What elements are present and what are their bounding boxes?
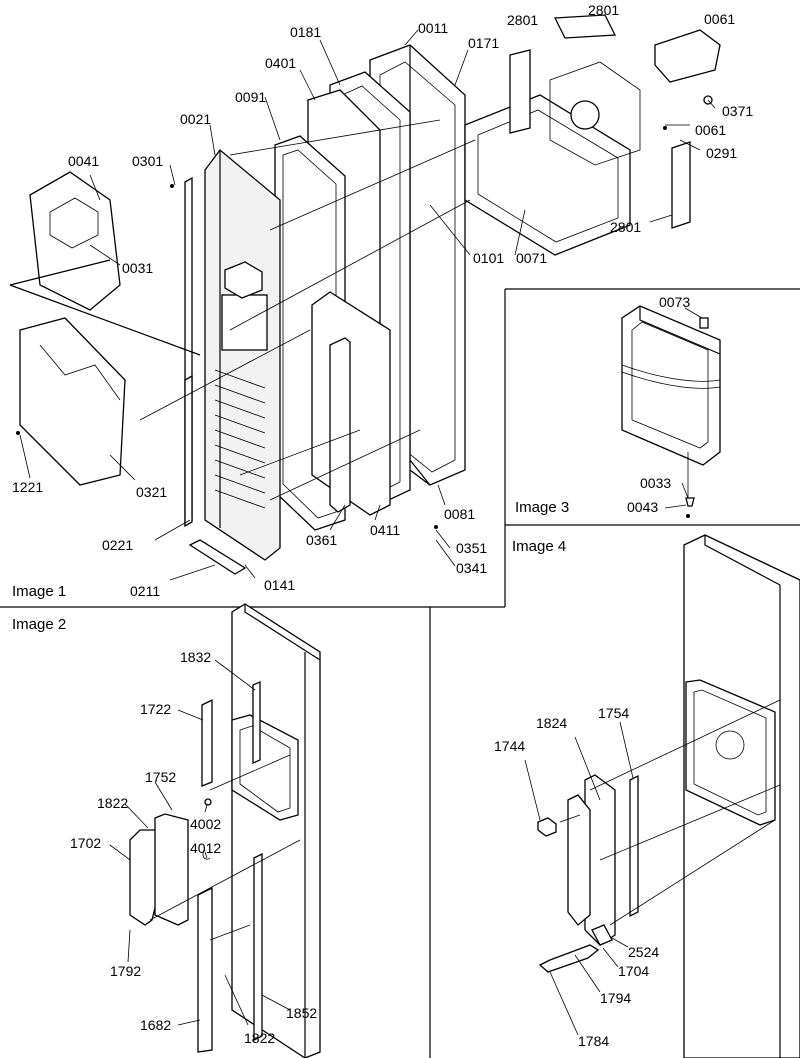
image3-drawing: [621, 305, 721, 518]
callout-0411: 0411: [370, 522, 400, 538]
callout-0171: 0171: [468, 35, 499, 51]
panel-title-image2: Image 2: [12, 616, 66, 633]
callout-0031: 0031: [122, 260, 153, 276]
callout-1722: 1722: [140, 701, 171, 717]
callout-1822: 1822: [97, 795, 128, 811]
image1-drawing: [9, 14, 721, 575]
image4-callouts: 1824 1754 1744 2524 1704 1794 1784: [494, 705, 659, 1049]
callout-0351: 0351: [456, 540, 487, 556]
image2-drawing: [129, 603, 321, 1058]
callout-0091: 0091: [235, 89, 266, 105]
image3-callouts: 0073 0033 0043: [627, 294, 690, 515]
callout-0021: 0021: [180, 111, 211, 127]
callout-0301: 0301: [132, 153, 163, 169]
callout-0321: 0321: [136, 484, 167, 500]
callout-0011: 0011: [418, 20, 448, 36]
image1-callouts: 0011 0171 2801 2801 0061 0181 0401 0091 …: [12, 2, 753, 599]
callout-1794: 1794: [600, 990, 631, 1006]
callout-4012: 4012: [190, 840, 221, 856]
image4-leaders: [524, 721, 634, 1036]
callout-1752: 1752: [145, 769, 176, 785]
callout-0033: 0033: [640, 475, 671, 491]
callout-1822: 1822: [244, 1030, 275, 1046]
panel-title-image1: Image 1: [12, 583, 66, 600]
panel-title-image4: Image 4: [512, 538, 566, 555]
callout-1744: 1744: [494, 738, 525, 754]
callout-0361: 0361: [306, 532, 337, 548]
callout-1221: 1221: [12, 479, 43, 495]
callout-1784: 1784: [578, 1033, 609, 1049]
callout-0043: 0043: [627, 499, 658, 515]
image2-callouts: 1832 1722 1752 1822 4002 1702 4012 1792 …: [70, 649, 317, 1046]
callout-1852: 1852: [286, 1005, 317, 1021]
callout-1824: 1824: [536, 715, 567, 731]
callout-1792: 1792: [110, 963, 141, 979]
callout-2801: 2801: [588, 2, 619, 18]
callout-0101: 0101: [473, 250, 504, 266]
callout-2801: 2801: [610, 219, 641, 235]
callout-0371: 0371: [722, 103, 753, 119]
callout-4002: 4002: [190, 816, 221, 832]
callout-0073: 0073: [659, 294, 690, 310]
callout-0341: 0341: [456, 560, 487, 576]
panel-frames: [0, 288, 800, 1058]
callout-1832: 1832: [180, 649, 211, 665]
callout-0061: 0061: [704, 11, 735, 27]
callout-0141: 0141: [264, 577, 295, 593]
image1-leaders: [19, 29, 716, 581]
callout-1754: 1754: [598, 705, 629, 721]
callout-0211: 0211: [130, 583, 160, 599]
callout-0041: 0041: [68, 153, 99, 169]
callout-0071: 0071: [516, 250, 547, 266]
callout-0081: 0081: [444, 506, 475, 522]
callout-0221: 0221: [102, 537, 133, 553]
callout-1702: 1702: [70, 835, 101, 851]
callout-2801: 2801: [507, 12, 538, 28]
callout-1704: 1704: [618, 963, 649, 979]
image2-leaders: [109, 659, 291, 1026]
callout-0181: 0181: [290, 24, 321, 40]
panel-title-image3: Image 3: [515, 499, 569, 516]
callout-0061: 0061: [695, 122, 726, 138]
image4-drawing: [537, 534, 800, 1058]
callout-0401: 0401: [265, 55, 296, 71]
callout-1682: 1682: [140, 1017, 171, 1033]
callout-0291: 0291: [706, 145, 737, 161]
callout-2524: 2524: [628, 944, 659, 960]
image3-leaders: [664, 307, 703, 509]
